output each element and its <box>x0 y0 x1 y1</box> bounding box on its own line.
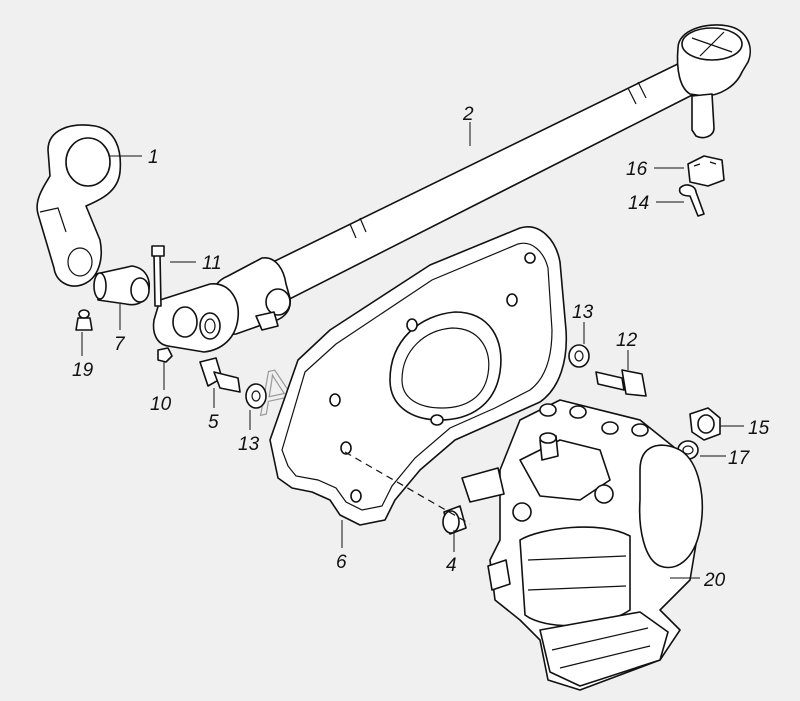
callout-10: 10 <box>150 394 172 415</box>
alignment-line <box>344 451 471 525</box>
pin <box>93 265 150 306</box>
cotter-pin <box>678 184 705 217</box>
washer-right-hole <box>574 350 584 362</box>
callout-1: 1 <box>148 147 159 168</box>
bolt-right <box>595 369 647 397</box>
washer-left <box>245 383 267 409</box>
plug <box>689 407 721 441</box>
callout-12: 12 <box>616 330 638 351</box>
small-nut <box>157 347 173 363</box>
callout-7: 7 <box>114 334 126 355</box>
grease-fitting <box>75 309 93 331</box>
callout-13a: 13 <box>238 434 260 455</box>
callout-17: 17 <box>728 448 751 469</box>
castle-nut <box>687 155 725 187</box>
bushing <box>442 505 467 535</box>
washer-right <box>568 344 590 368</box>
drag-link <box>152 24 752 353</box>
callout-19: 19 <box>72 360 94 381</box>
bracket-plate <box>269 226 568 526</box>
steering-arm <box>36 124 122 287</box>
bolt-long <box>151 245 165 307</box>
callout-labels: 1 2 4 5 6 7 10 11 12 13 13 14 15 16 17 1… <box>72 104 770 591</box>
callout-5: 5 <box>208 412 219 433</box>
callout-20: 20 <box>703 570 726 591</box>
callout-6: 6 <box>336 552 347 573</box>
callout-2: 2 <box>462 104 474 125</box>
callout-14: 14 <box>628 193 649 214</box>
seal-ring-hole <box>682 445 694 455</box>
steering-gear <box>461 399 703 691</box>
washer-left-hole <box>251 390 261 402</box>
leader-lines <box>81 122 744 579</box>
callout-16: 16 <box>626 159 648 180</box>
callout-4: 4 <box>446 555 457 576</box>
callout-13b: 13 <box>572 302 594 323</box>
callout-15: 15 <box>748 418 770 439</box>
bolt-short <box>199 357 241 393</box>
callout-11: 11 <box>202 253 222 274</box>
